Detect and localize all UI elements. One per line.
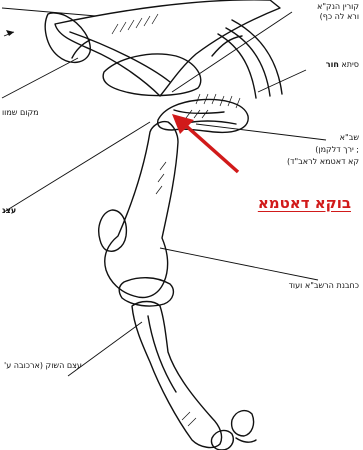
leader-left-lower bbox=[4, 122, 150, 212]
label-left-mid-text: מקום שמוו bbox=[2, 108, 39, 117]
leader-left-mid bbox=[2, 58, 78, 98]
pelvis-bone bbox=[55, 0, 280, 96]
leader-top-left bbox=[2, 8, 96, 16]
diagram-title: בוקא דאטמא bbox=[258, 194, 351, 212]
label-top-right-line1: קורין הנק"א bbox=[317, 2, 359, 12]
hip-joint bbox=[158, 100, 249, 133]
label-bottom-text: עצם השוק (ארכובה ע' bbox=[4, 361, 82, 370]
hock-bone-1 bbox=[232, 411, 254, 436]
label-left-lower: עצנ bbox=[2, 206, 16, 216]
label-right-mid: סיתא חור bbox=[326, 60, 359, 70]
label-right-a-line3: קא דאטמא לראב"ד) bbox=[287, 156, 359, 168]
label-left-lower-text: עצנ bbox=[2, 206, 16, 215]
label-right-mid-prefix: סיתא bbox=[339, 60, 359, 69]
leader-top-right bbox=[172, 12, 292, 92]
label-left-mid: מקום שמוו bbox=[2, 108, 39, 118]
label-right-lower: כחבנת הרשב"א ועוד bbox=[289, 281, 359, 291]
hock-bone-2 bbox=[211, 431, 233, 450]
label-top-right: קורין הנק"א ורא לה כף) bbox=[317, 2, 359, 22]
patella bbox=[99, 210, 127, 251]
label-right-a-line2: ; ירך דלקמן) bbox=[287, 144, 359, 156]
pelvis-inner-curve bbox=[70, 32, 170, 82]
femur bbox=[105, 122, 178, 298]
tibia bbox=[132, 302, 222, 448]
label-right-a-line1: שב"א bbox=[287, 132, 359, 144]
label-right-a: שב"א ; ירך דלקמן) קא דאטמא לראב"ד) bbox=[287, 132, 359, 168]
label-right-lower-text: כחבנת הרשב"א ועוד bbox=[289, 281, 359, 290]
label-top-right-line2: ורא לה כף) bbox=[317, 12, 359, 22]
leader-right-lower bbox=[160, 248, 318, 280]
label-right-mid-bold: חור bbox=[326, 60, 339, 69]
label-bottom: עצם השוק (ארכובה ע' bbox=[4, 361, 82, 371]
